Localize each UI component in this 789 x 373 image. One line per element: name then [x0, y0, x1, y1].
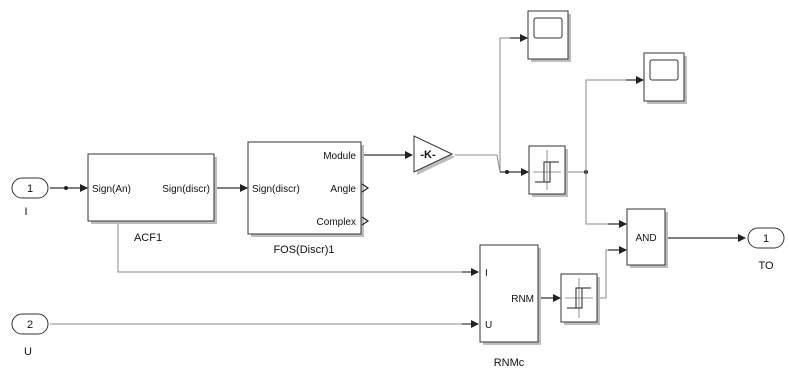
fos-complex-port-chevron	[361, 216, 370, 226]
inport-1[interactable]: 1 I	[11, 177, 49, 218]
inport-2-label: U	[24, 346, 32, 358]
branch-point	[64, 186, 68, 190]
rnm-in-i-label: I	[485, 268, 488, 279]
wire-relay1-scope2[interactable]	[585, 79, 630, 172]
inport-2[interactable]: 2 U	[11, 313, 49, 358]
scope-2[interactable]	[643, 52, 687, 104]
acf1-block[interactable]: Sign(An) Sign(discr) ACF1	[87, 153, 217, 244]
fos-out-module-label: Module	[323, 151, 356, 162]
rnm-in-u-label: U	[485, 320, 492, 331]
outport-1-label: TO	[758, 260, 774, 272]
scope-1[interactable]	[527, 10, 571, 62]
relay-2[interactable]	[560, 273, 600, 325]
scope-icon	[649, 59, 679, 81]
outport-1[interactable]: 1 TO	[747, 227, 785, 272]
relay-1[interactable]	[528, 145, 568, 197]
fos-angle-port-chevron	[361, 183, 370, 193]
branch-point	[505, 170, 509, 174]
inport-1-number: 1	[27, 183, 33, 195]
fos-in-port-label: Sign(discr)	[252, 184, 300, 195]
and-block[interactable]: AND	[626, 208, 668, 268]
wire-relay1-and[interactable]	[585, 172, 612, 225]
and-label: AND	[635, 233, 656, 244]
acf1-out-port-label: Sign(discr)	[162, 184, 210, 195]
fos-out-complex-label: Complex	[317, 217, 356, 228]
rnm-block-name: RNMc	[494, 357, 525, 369]
rnm-out-label: RNM	[511, 294, 534, 305]
relay-icon	[533, 150, 561, 190]
inport-1-label: I	[24, 206, 27, 218]
relay-icon	[565, 278, 593, 318]
acf1-block-name: ACF1	[134, 232, 162, 244]
wire-gain-branch[interactable]	[455, 154, 501, 173]
outport-1-number: 1	[763, 233, 769, 245]
fos-block[interactable]: Sign(discr) Module Angle Complex FOS(Dis…	[247, 141, 370, 256]
fos-out-angle-label: Angle	[330, 184, 356, 195]
inport-2-number: 2	[27, 319, 33, 331]
wire-relay2-and[interactable]	[600, 249, 612, 299]
scope-icon	[533, 17, 563, 39]
wire-branch-scope1[interactable]	[499, 37, 514, 172]
gain-block[interactable]: -K-	[413, 135, 455, 175]
fos-block-name: FOS(Discr)1	[273, 244, 334, 256]
acf1-in-port-label: Sign(An)	[92, 184, 131, 195]
signal-lines	[50, 34, 746, 328]
rnm-block[interactable]: I U RNM RNMc	[479, 244, 541, 369]
gain-label: -K-	[420, 149, 436, 161]
